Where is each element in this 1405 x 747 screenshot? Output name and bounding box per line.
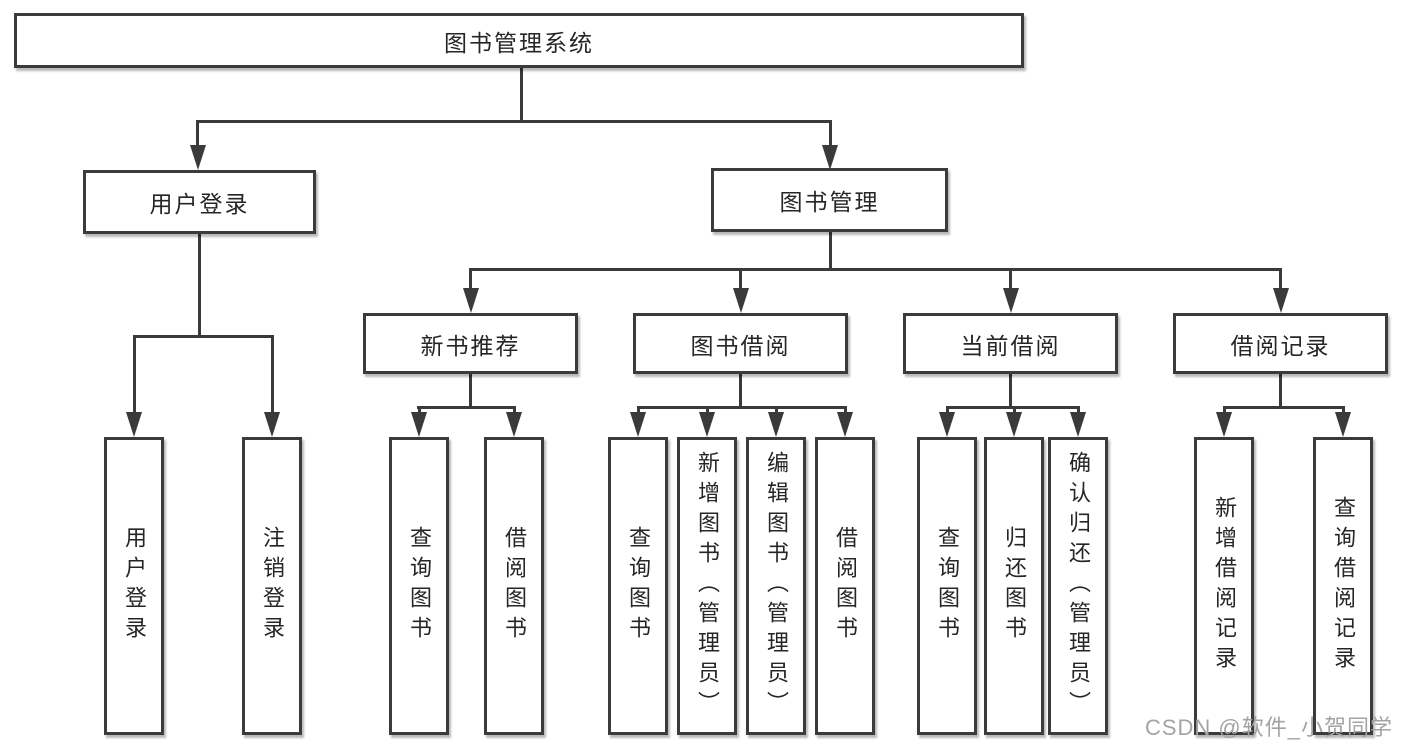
leaf-query-borrow-record: 查询借阅记录	[1313, 437, 1373, 735]
connector-hline	[469, 268, 1282, 271]
connector-arrow	[190, 145, 206, 170]
connector-arrow	[506, 412, 522, 437]
node-label: 用户登录	[122, 526, 147, 646]
connector-arrow	[939, 412, 955, 437]
node-label: 查询图书	[407, 526, 432, 646]
connector-vline	[829, 230, 832, 271]
leaf-add-borrow-record: 新增借阅记录	[1194, 437, 1254, 735]
connector-arrow	[1216, 412, 1232, 437]
leaf-query-books-borrow: 查询图书	[608, 437, 668, 735]
connector-vline	[1009, 268, 1012, 292]
connector-vline	[198, 232, 201, 338]
connector-vline	[513, 406, 516, 416]
node-label: 图书管理	[779, 189, 880, 215]
node-current-borrow: 当前借阅	[903, 313, 1118, 374]
connector-vline	[1279, 268, 1282, 292]
leaf-return-books: 归还图书	[984, 437, 1044, 735]
connector-vline	[946, 406, 949, 416]
connector-arrow	[822, 145, 838, 170]
connector-vline	[1279, 372, 1282, 409]
node-label: 归还图书	[1002, 526, 1027, 646]
watermark: CSDN @软件_小贺同学	[1144, 715, 1393, 740]
node-label: 图书管理系统	[444, 29, 594, 56]
connector-vline	[271, 335, 274, 415]
connector-vline	[1013, 406, 1016, 416]
connector-arrow	[768, 412, 784, 437]
node-label: 确认归还（管理员）	[1066, 451, 1091, 721]
node-label: 用户登录	[149, 191, 250, 217]
leaf-logout-login: 注销登录	[242, 437, 302, 735]
node-label: 借阅记录	[1230, 332, 1331, 359]
connector-arrow	[1273, 288, 1289, 313]
node-new-book-recommend: 新书推荐	[363, 313, 578, 374]
node-user-login: 用户登录	[83, 170, 316, 234]
connector-vline	[520, 66, 523, 123]
node-label: 注销登录	[260, 526, 285, 646]
node-label: 图书借阅	[690, 332, 791, 359]
connector-arrow	[411, 412, 427, 437]
leaf-add-book-admin: 新增图书（管理员）	[677, 437, 737, 735]
node-label: 新增图书（管理员）	[695, 451, 720, 721]
node-label: 当前借阅	[960, 332, 1061, 359]
node-label: 查询图书	[626, 526, 651, 646]
connector-arrow	[630, 412, 646, 437]
connector-arrow	[1006, 412, 1022, 437]
node-borrow-records: 借阅记录	[1173, 313, 1388, 374]
connector-vline	[469, 268, 472, 292]
leaf-borrow-books: 借阅图书	[815, 437, 875, 735]
connector-arrow	[126, 412, 142, 437]
node-label: 查询图书	[935, 526, 960, 646]
node-label: 新书推荐	[420, 332, 521, 359]
connector-arrow	[1070, 412, 1086, 437]
connector-vline	[1342, 406, 1345, 416]
connector-hline	[417, 406, 516, 409]
connector-vline	[739, 372, 742, 409]
node-label: 新增借阅记录	[1212, 496, 1237, 676]
connector-arrow	[837, 412, 853, 437]
connector-hline	[637, 406, 847, 409]
connector-vline	[1223, 406, 1226, 416]
node-book-management: 图书管理	[711, 168, 948, 232]
connector-arrow	[463, 288, 479, 313]
connector-vline	[739, 268, 742, 292]
connector-arrow	[699, 412, 715, 437]
connector-vline	[844, 406, 847, 416]
connector-hline	[196, 120, 832, 123]
connector-arrow	[1335, 412, 1351, 437]
connector-hline	[1223, 406, 1345, 409]
connector-arrow	[733, 288, 749, 313]
node-label: 查询借阅记录	[1331, 496, 1356, 676]
connector-vline	[418, 406, 421, 416]
leaf-query-books-current: 查询图书	[917, 437, 977, 735]
connector-arrow	[264, 412, 280, 437]
node-label: 借阅图书	[833, 526, 858, 646]
connector-vline	[706, 406, 709, 416]
connector-hline	[133, 335, 274, 338]
node-book-borrow: 图书借阅	[633, 313, 848, 374]
leaf-query-books-recommend: 查询图书	[389, 437, 449, 735]
connector-vline	[196, 120, 199, 148]
leaf-edit-book-admin: 编辑图书（管理员）	[746, 437, 806, 735]
leaf-confirm-return-admin: 确认归还（管理员）	[1048, 437, 1108, 735]
connector-vline	[637, 406, 640, 416]
connector-vline	[775, 406, 778, 416]
connector-arrow	[1003, 288, 1019, 313]
node-label: 编辑图书（管理员）	[764, 451, 789, 721]
connector-vline	[1009, 372, 1012, 409]
connector-vline	[133, 335, 136, 415]
leaf-borrow-books-recommend: 借阅图书	[484, 437, 544, 735]
leaf-user-login: 用户登录	[104, 437, 164, 735]
connector-vline	[469, 372, 472, 409]
connector-vline	[829, 120, 832, 148]
node-root: 图书管理系统	[14, 13, 1024, 68]
connector-vline	[1077, 406, 1080, 416]
node-label: 借阅图书	[502, 526, 527, 646]
